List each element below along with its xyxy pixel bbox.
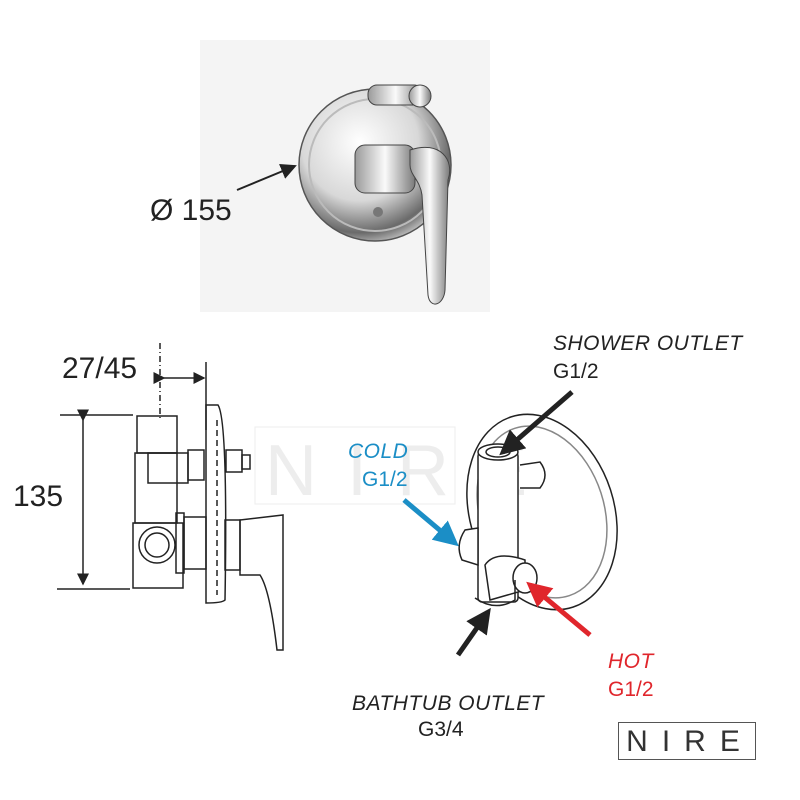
cold-label: COLD [348, 440, 409, 463]
height-label: 135 [13, 480, 64, 513]
perspective-drawing [458, 413, 618, 611]
hot-size: G1/2 [608, 678, 654, 701]
bathtub-arrow [455, 607, 491, 657]
cold-arrow [402, 498, 459, 547]
depth-label: 27/45 [62, 352, 138, 385]
shower-outlet-label: SHOWER OUTLET [553, 332, 743, 355]
diameter-label: Ø 155 [150, 194, 232, 227]
shower-outlet-size: G1/2 [553, 360, 599, 383]
brand-logo: NIRE [618, 722, 756, 760]
side-view-drawing [57, 343, 284, 651]
product-photo [200, 40, 490, 312]
shower-arrow [499, 390, 574, 456]
bathtub-outlet-label: BATHTUB OUTLET [352, 692, 545, 715]
hot-label: HOT [608, 650, 654, 673]
bathtub-outlet-size: G3/4 [418, 718, 464, 741]
cold-size: G1/2 [362, 468, 408, 491]
hot-arrow [526, 581, 592, 637]
